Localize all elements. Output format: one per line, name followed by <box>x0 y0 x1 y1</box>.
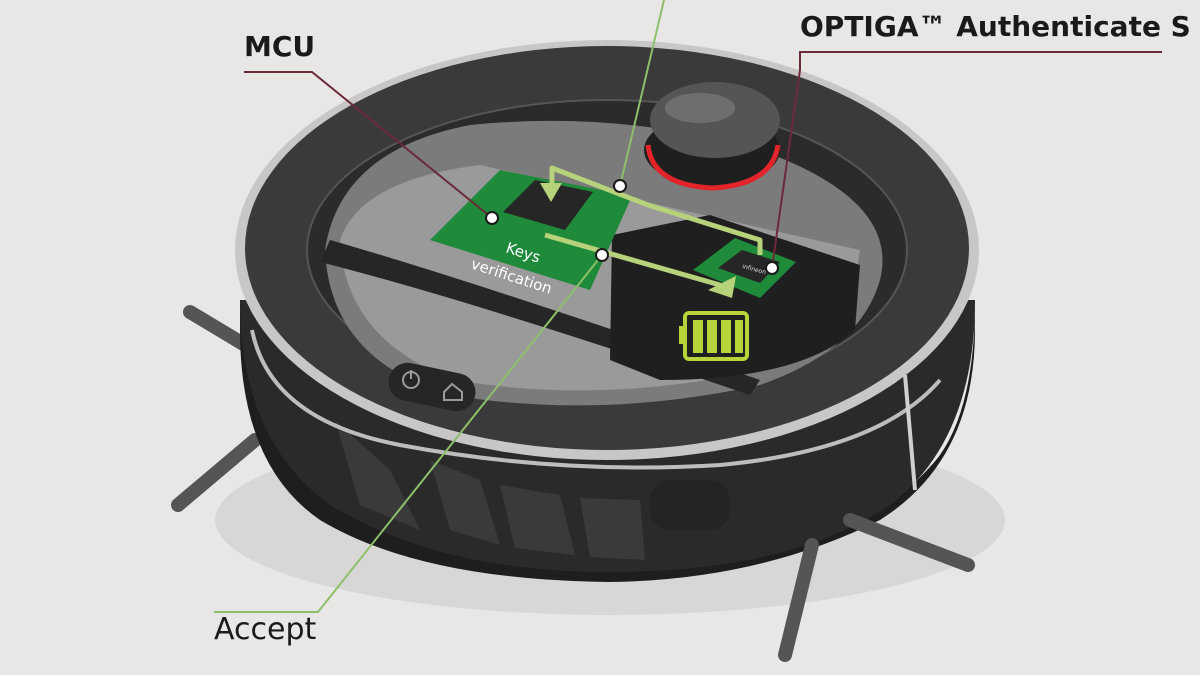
leader-lines <box>214 0 1162 613</box>
mcu-board: Keys verification <box>430 170 632 298</box>
side-brush-right <box>778 513 975 662</box>
accept-label: Accept <box>214 612 317 647</box>
control-buttons <box>388 362 476 412</box>
battery-icon <box>679 311 749 361</box>
mcu-chip <box>503 180 593 230</box>
challenge-arrowhead <box>540 183 562 202</box>
infineon-chip-icon <box>718 250 780 283</box>
rim-highlight <box>250 329 942 470</box>
leader-dots <box>485 179 779 275</box>
home-icon <box>443 382 463 401</box>
side-brush-left <box>171 305 262 512</box>
mcu-leader <box>244 71 493 219</box>
battery-compartment <box>610 215 860 380</box>
side-grill <box>335 420 730 560</box>
challenge-arrow <box>549 165 763 255</box>
optiga-board: infineon <box>693 238 796 298</box>
power-icon <box>402 370 420 389</box>
rear-strip <box>903 374 917 491</box>
mcu-label: MCU <box>244 30 316 63</box>
optiga-label: OPTIGA™ Authenticate S <box>800 10 1191 43</box>
lidar-sensor <box>644 82 781 191</box>
optiga-leader <box>771 51 1162 269</box>
accept-leader <box>214 254 603 613</box>
top-leader <box>619 0 665 187</box>
response-arrowhead <box>708 276 736 298</box>
